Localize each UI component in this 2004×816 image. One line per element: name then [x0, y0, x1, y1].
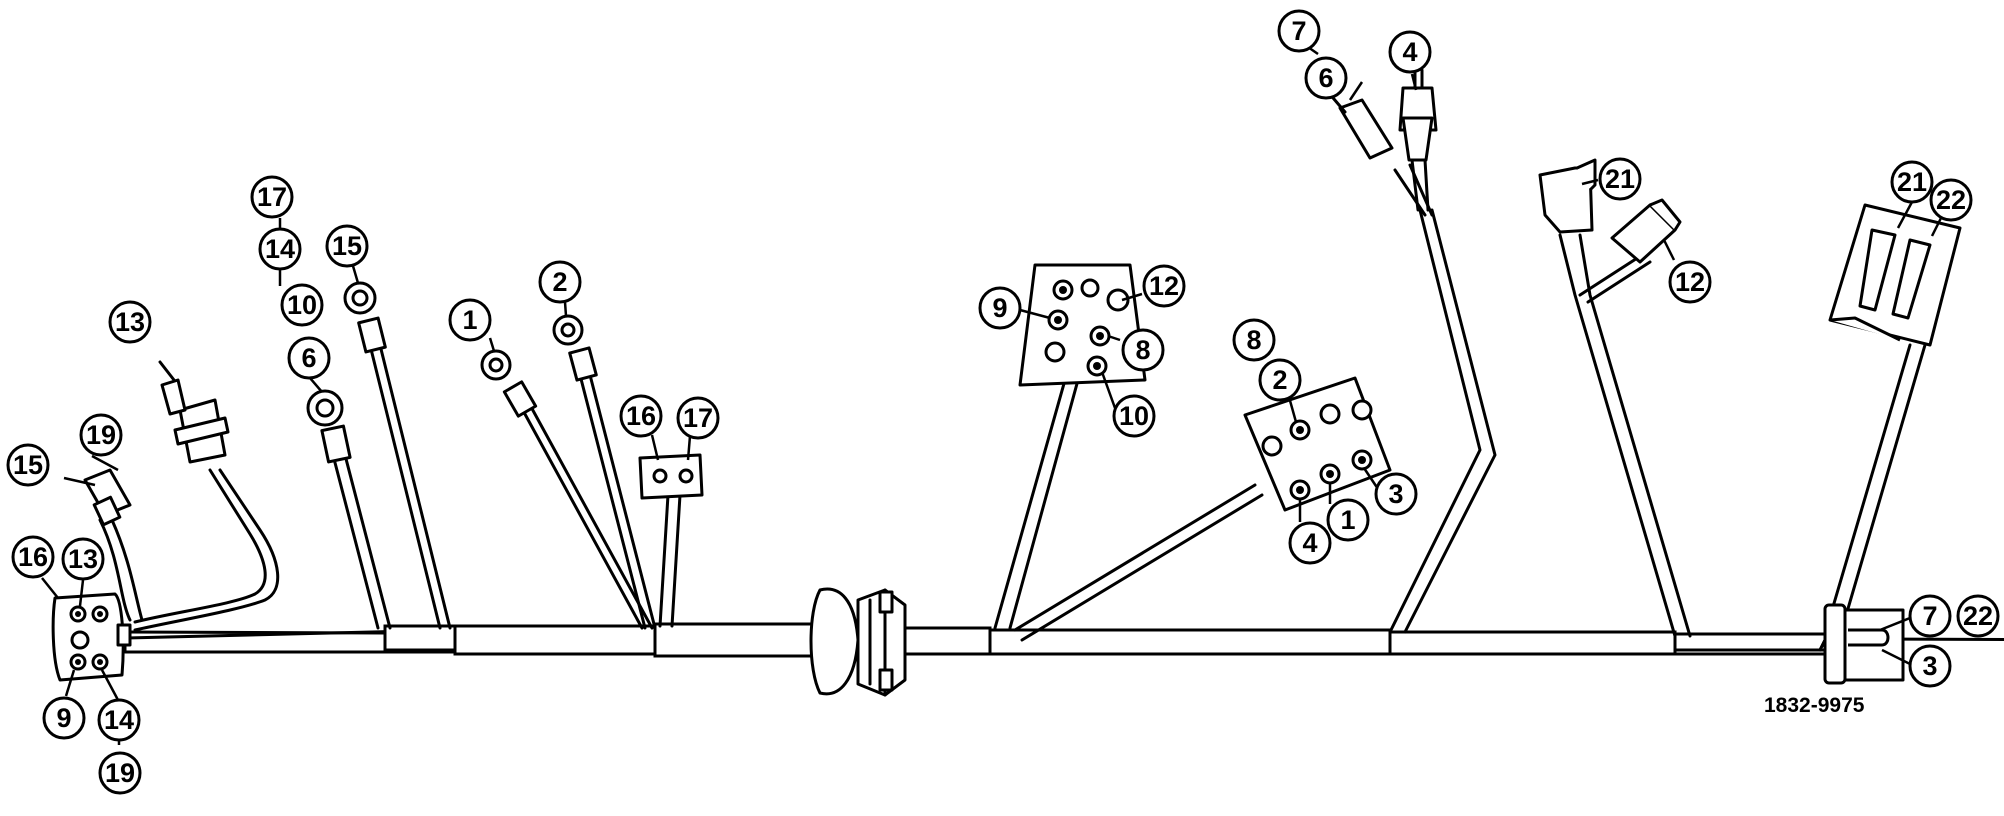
branch-bulb-socket	[133, 360, 280, 632]
svg-text:16: 16	[18, 542, 48, 572]
svg-text:6: 6	[301, 343, 316, 373]
svg-text:7: 7	[1291, 16, 1306, 46]
callout-9-block: 9	[978, 286, 1022, 330]
branch-angled-caps	[1538, 158, 1692, 638]
callout-7-spade: 7	[1277, 9, 1321, 53]
svg-text:10: 10	[287, 290, 317, 320]
branch-block-connector-lower	[1013, 376, 1392, 642]
callout-14-left: 14	[97, 698, 141, 742]
svg-text:3: 3	[1922, 651, 1937, 681]
svg-text:22: 22	[1936, 185, 1966, 215]
svg-text:16: 16	[626, 401, 656, 431]
svg-text:13: 13	[68, 544, 98, 574]
svg-text:13: 13	[115, 307, 145, 337]
svg-text:21: 21	[1605, 164, 1635, 194]
callout-12-block: 12	[1142, 264, 1186, 308]
callout-2-eyelet: 2	[538, 260, 582, 304]
svg-text:10: 10	[1119, 401, 1149, 431]
callout-3-lower: 3	[1374, 472, 1418, 516]
callout-1-eyelet: 1	[448, 298, 492, 342]
svg-text:19: 19	[86, 420, 116, 450]
svg-text:4: 4	[1402, 37, 1417, 67]
callout-4-lower: 4	[1288, 521, 1332, 565]
svg-text:3: 3	[1388, 479, 1403, 509]
callout-4-spade: 4	[1388, 30, 1432, 74]
svg-text:7: 7	[1922, 601, 1937, 631]
branch-small-plug	[638, 453, 704, 628]
svg-text:8: 8	[1246, 325, 1261, 355]
svg-text:15: 15	[13, 450, 43, 480]
svg-text:2: 2	[552, 267, 567, 297]
branch-eyelet-1	[480, 349, 654, 630]
callout-15-left: 15	[6, 443, 50, 487]
svg-text:1: 1	[462, 305, 477, 335]
svg-text:8: 8	[1135, 335, 1150, 365]
callout-6-spade: 6	[1304, 56, 1348, 100]
branch-block-connector-upper	[993, 263, 1147, 630]
callout-17-stack: 17	[250, 175, 294, 219]
main-harness-trunk	[123, 622, 2004, 658]
branch-eyelet-6	[306, 389, 392, 630]
callout-17-plug: 17	[676, 396, 720, 440]
svg-text:14: 14	[265, 234, 295, 264]
callout-8-lower: 8	[1232, 318, 1276, 362]
svg-text:12: 12	[1675, 267, 1705, 297]
callout-13-bulb: 13	[108, 300, 152, 344]
callout-3-end: 3	[1908, 644, 1952, 688]
rubber-grommet	[809, 587, 907, 697]
callout-19-left: 19	[79, 413, 123, 457]
svg-text:1: 1	[1340, 505, 1355, 535]
svg-text:6: 6	[1318, 63, 1333, 93]
svg-text:12: 12	[1149, 271, 1179, 301]
svg-text:14: 14	[104, 705, 134, 735]
branch-spade-terminals	[1326, 68, 1497, 634]
callout-16-left: 16	[11, 535, 55, 579]
branch-socket-lead	[83, 468, 144, 622]
svg-text:2: 2	[1272, 365, 1287, 395]
callout-15-eyelet: 15	[325, 224, 369, 268]
left-multi-pin-connector	[51, 592, 132, 682]
branch-eyelet-2	[552, 314, 657, 630]
callout-10-block: 10	[1112, 394, 1156, 438]
callout-22-end: 22	[1956, 594, 2000, 638]
callout-8-block: 8	[1121, 328, 1165, 372]
svg-text:9: 9	[992, 293, 1007, 323]
svg-text:17: 17	[257, 182, 287, 212]
callout-16-plug: 16	[619, 394, 663, 438]
svg-text:21: 21	[1897, 167, 1927, 197]
branch-eyelet-15	[343, 281, 452, 630]
figure-reference-number: 1832-9975	[1764, 694, 1865, 717]
callout-19-bottom: 19	[98, 751, 142, 795]
svg-text:22: 22	[1963, 601, 1993, 631]
svg-text:15: 15	[332, 231, 362, 261]
callout-21-plug: 21	[1890, 160, 1934, 204]
callout-14-stack: 14	[258, 227, 302, 271]
svg-text:17: 17	[683, 403, 713, 433]
callout-10-stack: 10	[280, 283, 324, 327]
svg-text:4: 4	[1302, 528, 1317, 558]
callout-7-end: 7	[1908, 594, 1952, 638]
callout-12-cap: 12	[1668, 260, 1712, 304]
callout-21-cap: 21	[1598, 157, 1642, 201]
callout-9-left: 9	[42, 696, 86, 740]
end-plug	[1818, 603, 1905, 685]
callout-13-left: 13	[61, 537, 105, 581]
callout-1-lower: 1	[1326, 498, 1370, 542]
callout-6-stack: 6	[287, 336, 331, 380]
callout-22-plug: 22	[1929, 178, 1973, 222]
callout-2-lower: 2	[1258, 358, 1302, 402]
svg-text:9: 9	[56, 703, 71, 733]
svg-text:19: 19	[105, 758, 135, 788]
branch-two-pin-plug	[1823, 203, 1962, 638]
